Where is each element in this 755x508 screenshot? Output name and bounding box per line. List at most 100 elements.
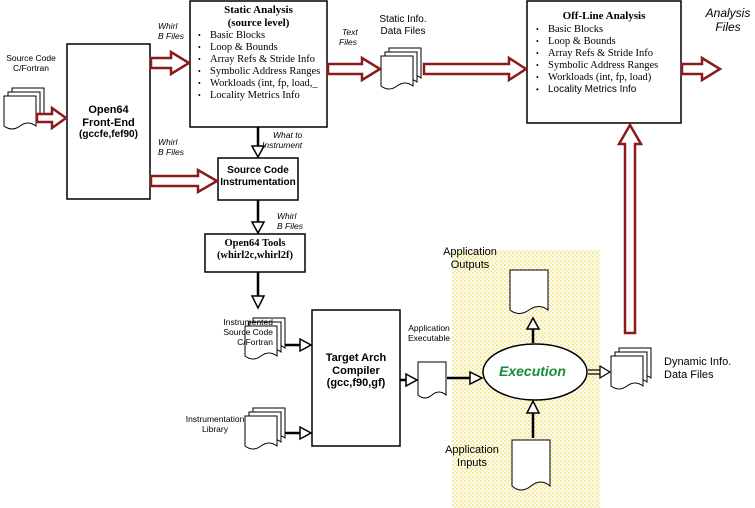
instrumented-source-line3: C/Fortran bbox=[237, 336, 273, 347]
analysis-files-label: Analysis Files bbox=[702, 6, 754, 35]
red-arrow-static-to-info bbox=[326, 55, 383, 83]
execution-label: Execution bbox=[499, 363, 566, 379]
static-analysis-title: Static Analysis (source level) bbox=[190, 4, 327, 29]
offline-analysis-list: Basic Blocks Loop & Bounds Array Refs & … bbox=[534, 24, 658, 96]
what-to-line1: What to bbox=[273, 130, 303, 140]
whirl-label-tools: Whirl B Files bbox=[277, 211, 303, 232]
app-exec-line2: Executable bbox=[407, 332, 451, 343]
red-arrow-frontend-to-instr bbox=[149, 167, 220, 195]
static-item: Locality Metrics Info bbox=[196, 90, 320, 102]
whirl-mid-line2: B Files bbox=[158, 146, 184, 157]
compiler-line2: Compiler bbox=[332, 364, 380, 377]
instr-library-docs-icon bbox=[244, 407, 286, 450]
instr-library-line1: Instrumentation bbox=[185, 414, 245, 424]
red-arrow-dynamic-to-offline bbox=[616, 122, 644, 335]
compiler-line1: Target Arch bbox=[325, 352, 387, 364]
source-code-label: Source Code C/Fortran bbox=[2, 53, 60, 74]
text-files-line1: Text bbox=[342, 27, 358, 37]
arrow-library-to-compiler bbox=[285, 425, 313, 441]
app-outputs-line1: Application bbox=[443, 246, 497, 258]
dynamic-info-line2: Data Files bbox=[664, 368, 714, 381]
text-files-line2: Files bbox=[339, 36, 357, 47]
instrumentation-line1: Source Code bbox=[227, 165, 289, 176]
instrumented-source-line1: Instrumented bbox=[223, 317, 273, 327]
arrow-executable-to-execution bbox=[447, 370, 484, 386]
whirl-top-line2: B Files bbox=[158, 30, 184, 41]
analysis-files-line1: Analysis bbox=[705, 6, 751, 20]
offline-item: Array Refs & Stride Info bbox=[534, 48, 658, 60]
arrow-tools-to-instrumented bbox=[250, 272, 266, 310]
dynamic-info-line1: Dynamic Info. bbox=[664, 356, 732, 368]
front-end-label: Open64 Front-End (gccfe,fef90) bbox=[67, 104, 150, 141]
static-item: Array Refs & Stride Info bbox=[196, 54, 320, 66]
front-end-box bbox=[66, 43, 151, 200]
app-inputs-doc-icon bbox=[511, 439, 551, 491]
red-arrow-info-to-offline bbox=[422, 55, 529, 83]
static-info-docs-icon bbox=[380, 47, 422, 90]
whirl-tools-line1: Whirl bbox=[277, 211, 297, 221]
front-end-line2: Front-End bbox=[82, 116, 135, 129]
instrumentation-line2: Instrumentation bbox=[220, 176, 296, 188]
instrumented-source-label: Instrumented Source Code C/Fortran bbox=[193, 317, 273, 347]
execution-ellipse bbox=[482, 343, 588, 401]
static-info-line1: Static Info. bbox=[379, 14, 427, 25]
arrow-execution-to-dynamic bbox=[588, 364, 612, 380]
compiler-label: Target Arch Compiler (gcc,f90,gf) bbox=[312, 352, 400, 390]
what-to-line2: Instrument bbox=[262, 139, 303, 150]
whirl-mid-line1: Whirl bbox=[158, 137, 178, 147]
static-analysis-title-line1: Static Analysis bbox=[224, 4, 293, 16]
offline-item: Workloads (int, fp, load) bbox=[534, 72, 658, 84]
open64-tools-line1: Open64 Tools bbox=[224, 238, 286, 249]
static-item: Workloads (int, fp, load,_ bbox=[196, 78, 320, 90]
front-end-line1: Open64 bbox=[88, 104, 129, 116]
open64-tools-label: Open64 Tools (whirl2c,whirl2f) bbox=[205, 238, 305, 262]
offline-item: Symbolic Address Ranges bbox=[534, 60, 658, 72]
app-outputs-label: Application Outputs bbox=[436, 246, 504, 271]
static-analysis-title-line2: (source level) bbox=[227, 16, 290, 29]
whirl-tools-line2: B Files bbox=[277, 220, 303, 231]
offline-analysis-title: Off-Line Analysis bbox=[562, 10, 646, 22]
dynamic-info-docs-icon bbox=[610, 347, 652, 390]
app-inputs-label: Application Inputs bbox=[438, 444, 506, 469]
app-outputs-line2: Outputs bbox=[450, 258, 490, 271]
arrow-instr-to-tools bbox=[250, 200, 266, 235]
arrow-compiler-to-executable bbox=[400, 372, 419, 388]
arrow-static-to-instr bbox=[250, 127, 266, 159]
static-item: Symbolic Address Ranges bbox=[196, 66, 320, 78]
front-end-line3: (gccfe,fef90) bbox=[79, 129, 138, 141]
static-info-line2: Data Files bbox=[380, 25, 426, 37]
source-code-label-line2: C/Fortran bbox=[13, 62, 49, 73]
offline-item: Locality Metrics Info bbox=[534, 84, 658, 96]
text-files-label: Text Files bbox=[339, 27, 358, 48]
static-analysis-list: Basic Blocks Loop & Bounds Array Refs & … bbox=[196, 30, 320, 102]
instr-library-label: Instrumentation Library bbox=[185, 414, 245, 435]
red-arrow-frontend-to-static bbox=[149, 49, 192, 77]
open64-tools-line2: (whirl2c,whirl2f) bbox=[216, 250, 294, 262]
dynamic-info-label: Dynamic Info. Data Files bbox=[664, 356, 731, 381]
what-to-instrument-label: What to Instrument bbox=[262, 130, 303, 151]
arrow-instrumented-to-compiler bbox=[285, 337, 313, 353]
instr-library-line2: Library bbox=[202, 423, 228, 434]
app-exec-line1: Application bbox=[408, 323, 450, 333]
whirl-label-mid: Whirl B Files bbox=[158, 137, 184, 158]
app-inputs-line1: Application bbox=[445, 444, 499, 456]
static-item: Basic Blocks bbox=[196, 30, 320, 42]
offline-item: Basic Blocks bbox=[534, 24, 658, 36]
source-code-label-line1: Source Code bbox=[6, 53, 56, 63]
app-inputs-line2: Inputs bbox=[457, 456, 487, 469]
compiler-line3: (gcc,f90,gf) bbox=[326, 377, 386, 390]
open64-tools-box bbox=[204, 233, 306, 273]
analysis-files-line2: Files bbox=[715, 19, 741, 34]
arrow-inputs-to-execution bbox=[525, 399, 541, 438]
whirl-top-line1: Whirl bbox=[158, 21, 178, 31]
static-item: Loop & Bounds bbox=[196, 42, 320, 54]
instrumentation-label: Source Code Instrumentation bbox=[218, 165, 298, 188]
app-outputs-doc-icon bbox=[509, 269, 549, 314]
compiler-box bbox=[311, 309, 401, 447]
offline-item: Loop & Bounds bbox=[534, 36, 658, 48]
app-executable-doc-icon bbox=[417, 361, 447, 399]
app-executable-label: Application Executable bbox=[402, 323, 456, 344]
red-arrow-source-to-frontend bbox=[35, 105, 69, 131]
red-arrow-offline-to-analysis bbox=[680, 55, 723, 83]
